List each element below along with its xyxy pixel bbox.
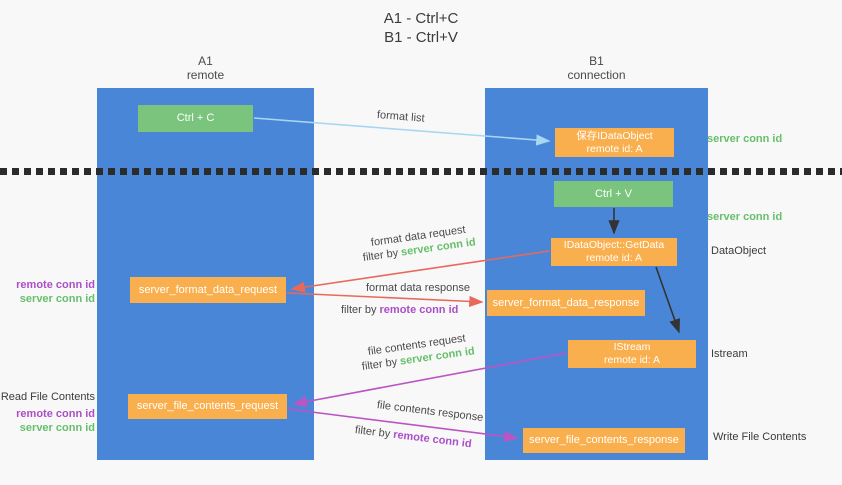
lifeline-b1-role: connection [567, 68, 626, 82]
read-file-contents-annotation: Read File Contents [0, 391, 95, 403]
idataobject-getdata-box: IDataObject::GetData remote id: A [551, 238, 677, 266]
getdata-line2: remote id: A [585, 252, 643, 264]
format-request-label: server_format_data_request [138, 283, 278, 296]
lifeline-header-b1: B1 connection [485, 54, 708, 82]
title-line-2: B1 - Ctrl+V [384, 29, 458, 46]
title-line-1: A1 - Ctrl+C [383, 10, 459, 27]
dataobject-annotation: DataObject [711, 245, 767, 257]
arrow-format-data-response [286, 292, 484, 308]
server-conn-id-annotation-mid: server conn id [707, 211, 783, 223]
ctrl-c-action-box: Ctrl + C [138, 105, 253, 132]
filter-key-remote-1: remote conn id [379, 304, 459, 316]
format-list-arrow-label: format list [376, 109, 426, 125]
ctrl-v-action-box: Ctrl + V [554, 181, 673, 207]
server-format-data-response-box: server_format_data_response [487, 290, 645, 316]
filter-by-prefix-4: filter by [354, 424, 394, 441]
server-conn-id-annotation-top: server conn id [707, 133, 783, 145]
file-contents-response-arrow-label: file contents response [376, 399, 484, 424]
filter-key-remote-2: remote conn id [392, 428, 473, 451]
server-conn-id-label-1: server conn id [19, 293, 95, 305]
server-file-contents-response-box: server_file_contents_response [523, 428, 685, 453]
file-request-label: server_file_contents_request [136, 400, 279, 412]
format-response-label: server_format_data_response [492, 296, 640, 309]
conn-id-group-file: remote conn id server conn id [0, 407, 95, 435]
format-data-response-arrow-label: format data response [366, 282, 470, 294]
filter-by-prefix-3: filter by [361, 355, 401, 373]
istream-line2: remote id: A [603, 354, 661, 366]
lifeline-b1-name: B1 [589, 54, 604, 68]
istream-annotation: Istream [711, 348, 748, 360]
server-conn-id-label-2: server conn id [19, 422, 95, 434]
lifeline-a1-role: remote [186, 68, 225, 82]
server-file-contents-request-box: server_file_contents_request [128, 394, 287, 419]
lifeline-a1-name: A1 [198, 54, 213, 68]
istream-box: IStream remote id: A [568, 340, 696, 368]
ctrl-v-label: Ctrl + V [595, 187, 632, 200]
file-response-label: server_file_contents_response [529, 434, 679, 446]
ctrl-c-label: Ctrl + C [176, 112, 215, 124]
conn-id-group-format: remote conn id server conn id [0, 278, 95, 306]
file-contents-response-filter-label: filter by remote conn id [354, 424, 472, 450]
server-format-data-request-box: server_format_data_request [130, 277, 286, 303]
remote-conn-id-label-1: remote conn id [16, 279, 95, 291]
save-idataobject-line1: 保存IDataObject [576, 129, 653, 142]
format-data-response-filter-label: filter by remote conn id [341, 304, 458, 316]
save-idataobject-box: 保存IDataObject remote id: A [555, 128, 674, 157]
remote-conn-id-label-2: remote conn id [16, 408, 95, 420]
filter-by-prefix-2: filter by [341, 304, 380, 316]
save-idataobject-line2: remote id: A [586, 142, 643, 155]
phase-separator-dashed-line [0, 168, 842, 175]
getdata-line1: IDataObject::GetData [563, 239, 665, 251]
write-file-contents-annotation: Write File Contents [713, 431, 807, 443]
diagram-title: A1 - Ctrl+C B1 - Ctrl+V [0, 9, 842, 47]
filter-by-prefix-1: filter by [362, 246, 402, 264]
istream-line1: IStream [613, 341, 651, 353]
lifeline-header-a1: A1 remote [97, 54, 314, 82]
